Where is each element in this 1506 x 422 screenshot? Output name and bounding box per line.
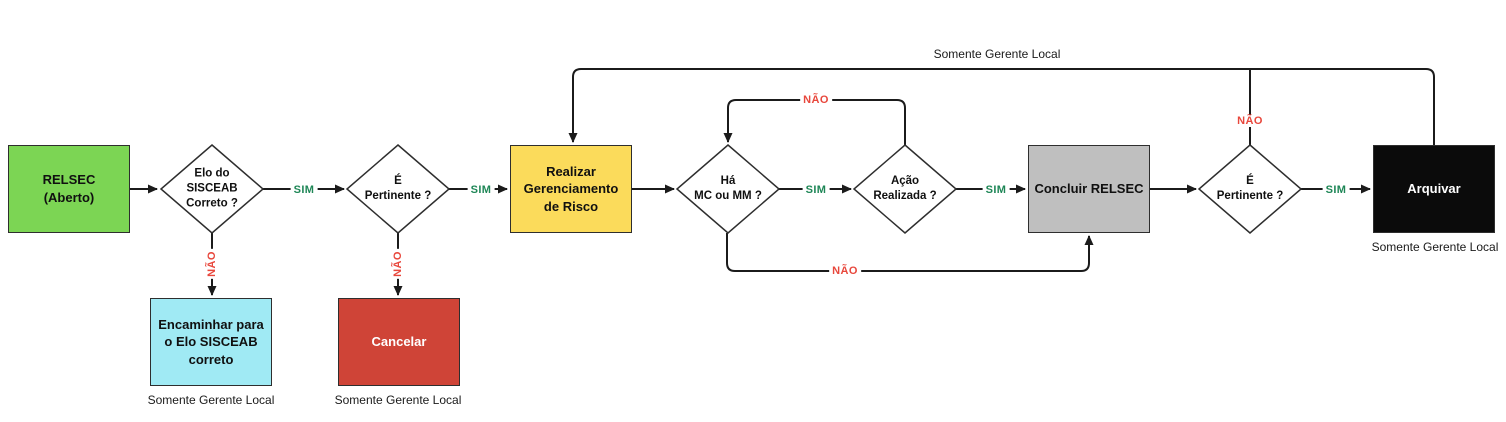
decision-label-pertinente-1: É Pertinente ?	[364, 175, 432, 202]
edge-label-nao-elo: NÃO	[206, 249, 218, 279]
decision-shape-pertinente-1	[345, 144, 451, 234]
decision-label-acao-realizada: Ação Realizada ?	[873, 175, 937, 202]
edge-label-sim-1: SIM	[290, 184, 318, 196]
decision-label-elo-sisceab: Elo do SISCEAB Correto ?	[186, 167, 238, 210]
edge-label-nao-pertinente1: NÃO	[392, 249, 404, 279]
decision-shape-acao-realizada	[852, 144, 958, 234]
node-realizar-gerenciamento-risco: Realizar Gerenciamento de Risco	[510, 145, 632, 233]
edge-acao-nao-hamcmm	[723, 99, 906, 145]
edge-label-nao-hamcmm-loop: NÃO	[829, 265, 861, 277]
node-arquivar: Arquivar	[1373, 145, 1495, 233]
edge-label-sim-5: SIM	[1322, 184, 1350, 196]
edge-label-nao-pertinente2: NÃO	[1234, 115, 1266, 127]
node-concluir-relsec: Concluir RELSEC	[1028, 145, 1150, 233]
caption-somente-gerente-local-encaminhar: Somente Gerente Local	[147, 393, 275, 407]
decision-label-pertinente-2: É Pertinente ?	[1216, 175, 1284, 202]
caption-somente-gerente-local-top: Somente Gerente Local	[933, 47, 1061, 61]
decision-shape-pertinente-2	[1197, 144, 1303, 234]
decision-label-ha-mc-mm: Há MC ou MM ?	[694, 175, 762, 202]
decision-shape-ha-mc-mm	[675, 144, 781, 234]
node-relsec-aberto: RELSEC (Aberto)	[8, 145, 130, 233]
edge-arquivar-loop-realizar	[568, 68, 1435, 145]
edge-label-nao-acao-loop: NÃO	[800, 94, 832, 106]
node-cancelar: Cancelar	[338, 298, 460, 386]
edge-label-sim-2: SIM	[467, 184, 495, 196]
decision-shape-elo-sisceab	[159, 144, 265, 234]
edge-hamcmm-nao-concluir	[726, 233, 1094, 272]
caption-somente-gerente-local-cancelar: Somente Gerente Local	[334, 393, 462, 407]
node-encaminhar-elo-sisceab: Encaminhar para o Elo SISCEAB correto	[150, 298, 272, 386]
edge-label-sim-3: SIM	[802, 184, 830, 196]
edge-label-sim-4: SIM	[982, 184, 1010, 196]
caption-somente-gerente-local-arquivar: Somente Gerente Local	[1371, 240, 1499, 254]
